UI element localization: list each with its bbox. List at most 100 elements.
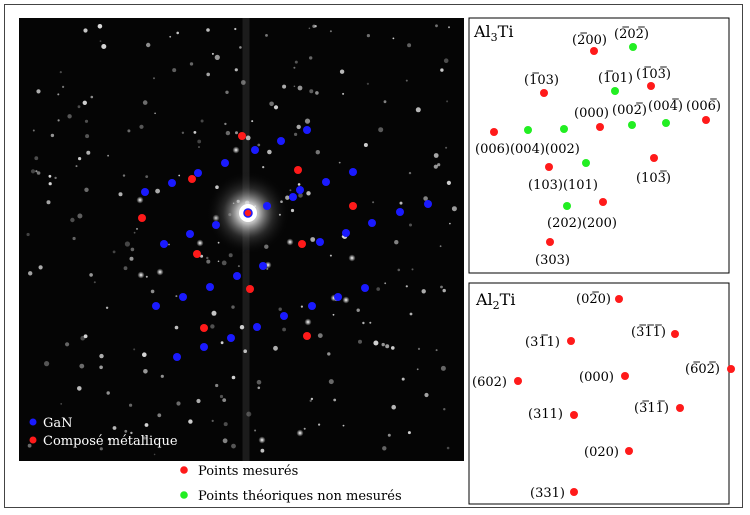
gan-spot [253, 323, 261, 331]
gan-spot [296, 186, 304, 194]
metal-spot [303, 332, 311, 340]
al3ti-spot [662, 119, 670, 127]
miller-label: (602) [472, 375, 507, 390]
al3ti-title: Al3Ti [473, 22, 513, 44]
metal-spot [238, 132, 246, 140]
miller-label: (006) [686, 99, 721, 114]
gan-spot [277, 137, 285, 145]
gan-spot [349, 168, 357, 176]
measured-marker [180, 466, 188, 474]
metal-spot [188, 175, 196, 183]
al3ti-spot [702, 116, 710, 124]
miller-label: (303) [535, 253, 570, 268]
al3ti-panel: Al3Ti [468, 17, 730, 274]
al3ti-spot [560, 125, 568, 133]
gan-spot [206, 283, 214, 291]
miller-label: (004) [648, 99, 683, 114]
al3ti-spot [590, 47, 598, 55]
center-spot [243, 208, 253, 218]
gan-spot [227, 334, 235, 342]
diffraction-markers [138, 126, 432, 361]
miller-label: (311) [631, 325, 666, 340]
al2ti-spot [514, 377, 522, 385]
al3ti-spot [563, 202, 571, 210]
gan-spot [334, 293, 342, 301]
gan-spot [303, 126, 311, 134]
gan-spot [194, 169, 202, 177]
miller-label: (331) [530, 486, 565, 501]
miller-label: (311) [528, 407, 563, 422]
al2ti-spot [676, 404, 684, 412]
gan-spot [322, 178, 330, 186]
al3ti-spot [582, 159, 590, 167]
al2ti-spot [625, 447, 633, 455]
gan-spot [263, 202, 271, 210]
gan-spot [233, 272, 241, 280]
al3ti-points: (200)(202)(103)(101)(103)(000)(002)(004)… [475, 26, 721, 268]
al2ti-panel: Al2Ti [468, 282, 730, 505]
al3ti-spot [650, 154, 658, 162]
al3ti-spot [629, 43, 637, 51]
gan-spot [424, 200, 432, 208]
gan-spot [186, 230, 194, 238]
diffraction-pattern-image [19, 18, 464, 461]
gan-spot [168, 179, 176, 187]
al3ti-spot [611, 87, 619, 95]
metal-spot [246, 285, 254, 293]
metal-spot [298, 240, 306, 248]
miller-label: (101) [598, 71, 633, 86]
gan-spot [308, 302, 316, 310]
miller-label: (202) [614, 27, 649, 42]
miller-label: (006)(004)(002) [475, 142, 580, 157]
miller-label: (602) [685, 362, 720, 377]
al2ti-spot [570, 411, 578, 419]
miller-label: (020) [584, 445, 619, 460]
miller-label: (103)(101) [528, 178, 598, 193]
al3ti-spot [546, 238, 554, 246]
miller-label: (200) [572, 33, 607, 48]
gan-spot [152, 302, 160, 310]
miller-label: (103) [636, 171, 671, 186]
al2ti-spot [621, 372, 629, 380]
image-legend: GaN Composé métallique [29, 416, 178, 449]
al3ti-spot [540, 89, 548, 97]
al3ti-spot [599, 198, 607, 206]
al2ti-spot [671, 330, 679, 338]
gan-spot [280, 312, 288, 320]
miller-label: (311) [634, 401, 669, 416]
miller-label: (020) [576, 292, 611, 307]
al2ti-spot [570, 488, 578, 496]
al2ti-spot [567, 337, 575, 345]
al3ti-spot [524, 126, 532, 134]
miller-label: (002) [612, 103, 647, 118]
miller-label: (311) [525, 335, 560, 350]
gan-spot [316, 238, 324, 246]
gan-spot [396, 208, 404, 216]
measured-legend-label: Points mesurés [198, 464, 298, 479]
bottom-legend: Points mesurés Points théoriques non mes… [180, 464, 402, 504]
gan-spot [342, 229, 350, 237]
miller-label: (202)(200) [547, 216, 617, 231]
theoretical-marker [180, 491, 188, 499]
gan-spot [361, 284, 369, 292]
miller-label: (000) [574, 106, 609, 121]
al2ti-spot [615, 295, 623, 303]
metal-legend-label: Composé métallique [43, 434, 178, 449]
al3ti-spot [596, 123, 604, 131]
gan-spot [221, 159, 229, 167]
gan-marker [29, 418, 37, 426]
gan-legend-label: GaN [43, 416, 73, 431]
miller-label: (000) [579, 370, 614, 385]
metal-spot [294, 166, 302, 174]
metal-marker [29, 436, 37, 444]
metal-spot [138, 214, 146, 222]
theoretical-legend-label: Points théoriques non mesurés [198, 489, 402, 504]
gan-spot [160, 240, 168, 248]
al2ti-spot [727, 365, 735, 373]
miller-label: (103) [636, 67, 671, 82]
al3ti-spot [545, 163, 553, 171]
al3ti-spot [647, 82, 655, 90]
al3ti-spot [628, 121, 636, 129]
gan-spot [251, 146, 259, 154]
